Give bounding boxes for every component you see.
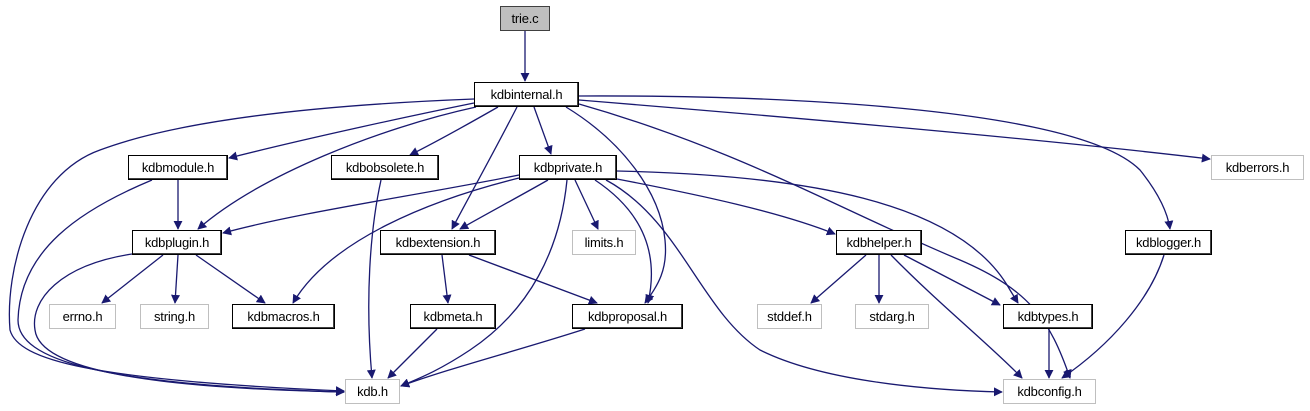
node-label: kdbtypes.h xyxy=(1017,309,1079,324)
node-kdbtypes-h[interactable]: kdbtypes.h xyxy=(1003,304,1093,329)
edge-kdbinternal-h-to-kdbobsolete-h xyxy=(409,106,499,156)
edge-kdbplugin-h-to-errno-h xyxy=(101,254,164,304)
edge-kdbinternal-h-to-kdbextension-h xyxy=(451,106,518,230)
edge-kdbinternal-h-to-kdbconfig-h xyxy=(578,103,1072,379)
edge-kdbprivate-h-to-kdb-h xyxy=(400,179,568,388)
node-label: errno.h xyxy=(62,309,103,324)
node-label: kdbplugin.h xyxy=(144,235,210,250)
edge-kdbinternal-h-to-kdblogger-h xyxy=(578,95,1174,230)
node-label: string.h xyxy=(153,309,196,324)
edge-kdbmeta-h-to-kdb-h xyxy=(387,328,438,379)
node-trie-c: trie.c xyxy=(500,6,550,31)
node-label: kdbinternal.h xyxy=(490,87,563,102)
node-string-h: string.h xyxy=(140,304,209,329)
edge-kdbhelper-h-to-stddef-h xyxy=(810,254,867,304)
node-label: kdbproposal.h xyxy=(587,309,668,324)
node-label: stddef.h xyxy=(767,309,812,324)
node-label: stdarg.h xyxy=(869,309,915,324)
edge-kdbmodule-h-to-kdb-h xyxy=(17,179,345,397)
edge-kdbprivate-h-to-kdbmacros-h xyxy=(292,177,520,304)
node-label: kdb.h xyxy=(357,384,388,399)
node-kdbproposal-h[interactable]: kdbproposal.h xyxy=(572,304,683,329)
node-kdbmodule-h[interactable]: kdbmodule.h xyxy=(128,155,228,180)
node-label: kdberrors.h xyxy=(1225,160,1290,175)
node-label: kdbmeta.h xyxy=(423,309,483,324)
node-stddef-h: stddef.h xyxy=(757,304,822,329)
edge-kdbplugin-h-to-kdbmacros-h xyxy=(195,254,266,304)
node-label: kdbmodule.h xyxy=(141,160,215,175)
node-limits-h: limits.h xyxy=(572,230,636,255)
edge-kdbinternal-h-to-kdbplugin-h xyxy=(197,106,477,230)
edge-kdbinternal-h-to-kdbprivate-h xyxy=(533,106,553,155)
edge-kdbextension-h-to-kdbmeta-h xyxy=(441,254,452,304)
node-kdbmeta-h[interactable]: kdbmeta.h xyxy=(410,304,496,329)
node-kdb-h: kdb.h xyxy=(345,379,400,404)
node-kdbconfig-h: kdbconfig.h xyxy=(1003,379,1096,404)
edge-kdbplugin-h-to-string-h xyxy=(171,254,180,304)
node-kdbobsolete-h[interactable]: kdbobsolete.h xyxy=(331,155,439,180)
edge-kdbprivate-h-to-kdbextension-h xyxy=(459,179,549,230)
edges-layer xyxy=(8,31,1211,397)
node-label: kdblogger.h xyxy=(1135,235,1202,250)
edge-kdbinternal-h-to-kdbmodule-h xyxy=(228,102,475,161)
node-kdblogger-h[interactable]: kdblogger.h xyxy=(1125,230,1212,255)
edge-kdbextension-h-to-kdbproposal-h xyxy=(468,254,598,305)
node-kdbplugin-h[interactable]: kdbplugin.h xyxy=(132,230,222,255)
node-kdbextension-h[interactable]: kdbextension.h xyxy=(380,230,496,255)
node-errno-h: errno.h xyxy=(49,304,116,329)
edge-kdbprivate-h-to-kdbtypes-h xyxy=(616,170,1019,304)
edge-kdbinternal-h-to-kdberrors-h xyxy=(578,99,1211,163)
node-label: kdbprivate.h xyxy=(533,160,603,175)
edge-kdbobsolete-h-to-kdb-h xyxy=(366,179,382,379)
edge-kdbinternal-h-to-kdbproposal-h xyxy=(565,106,667,304)
edge-kdbprivate-h-to-limits-h xyxy=(574,179,599,230)
node-label: limits.h xyxy=(584,235,624,250)
edge-kdbprivate-h-to-kdbproposal-h xyxy=(594,179,655,304)
edge-kdbproposal-h-to-kdb-h xyxy=(400,328,586,388)
node-label: kdbmacros.h xyxy=(247,309,320,324)
node-label: kdbconfig.h xyxy=(1017,384,1082,399)
node-label: trie.c xyxy=(511,11,539,26)
edge-kdbprivate-h-to-kdbhelper-h xyxy=(616,178,836,236)
edge-kdbprivate-h-to-kdbplugin-h xyxy=(222,174,520,236)
edge-kdbhelper-h-to-kdbconfig-h xyxy=(890,254,1023,379)
node-kdbmacros-h[interactable]: kdbmacros.h xyxy=(232,304,335,329)
node-label: kdbextension.h xyxy=(395,235,481,250)
node-kdberrors-h: kdberrors.h xyxy=(1211,155,1304,180)
node-kdbinternal-h[interactable]: kdbinternal.h xyxy=(474,82,579,107)
node-kdbhelper-h[interactable]: kdbhelper.h xyxy=(836,230,922,255)
node-kdbprivate-h[interactable]: kdbprivate.h xyxy=(519,155,617,180)
edge-kdbplugin-h-to-kdb-h xyxy=(33,253,345,397)
edge-kdbprivate-h-to-kdbconfig-h xyxy=(605,179,1003,397)
node-label: kdbobsolete.h xyxy=(345,160,425,175)
node-stdarg-h: stdarg.h xyxy=(855,304,929,329)
edge-kdblogger-h-to-kdbconfig-h xyxy=(1061,254,1165,379)
node-label: kdbhelper.h xyxy=(846,235,912,250)
edge-kdbhelper-h-to-kdbtypes-h xyxy=(903,254,1001,306)
